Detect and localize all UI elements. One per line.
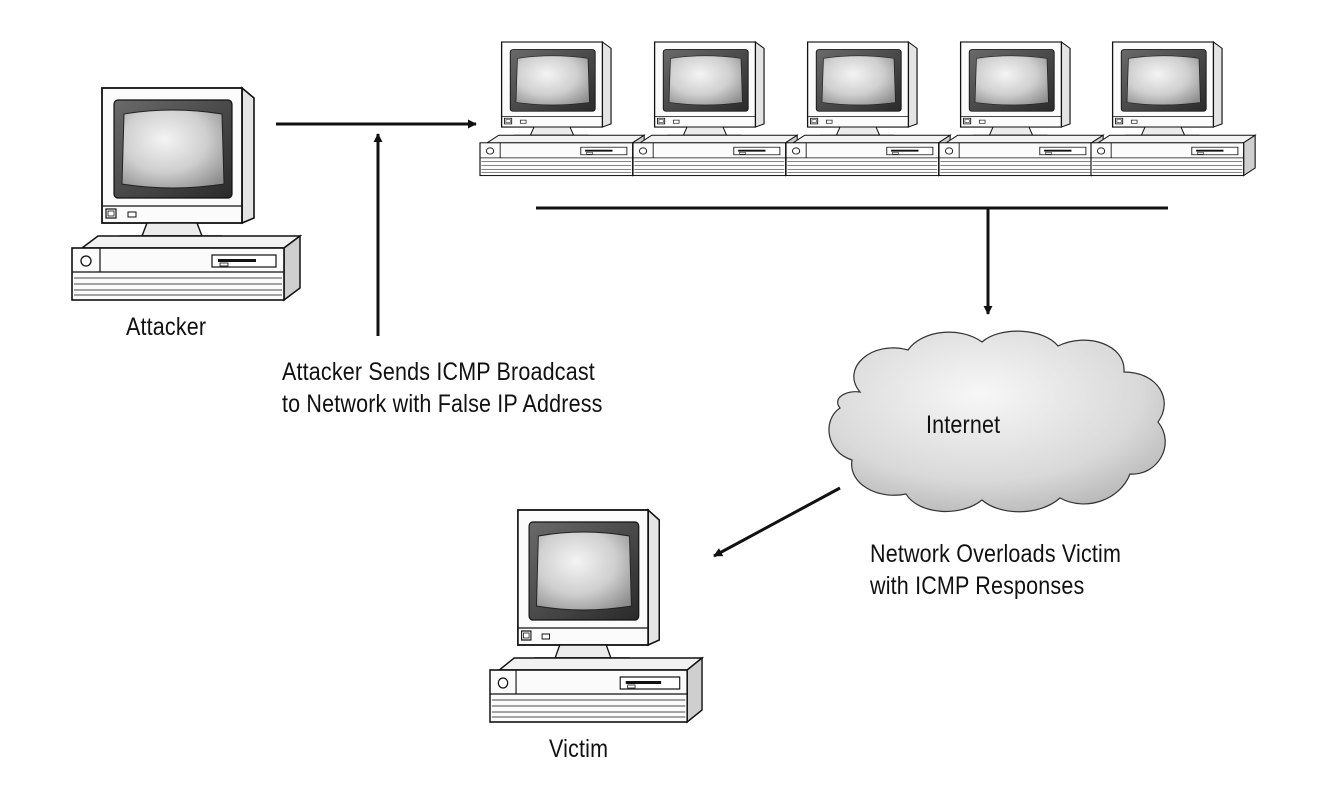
network-host-1-icon — [479, 41, 645, 177]
attacker-computer-icon — [71, 87, 301, 301]
network-host-3-icon — [785, 41, 951, 177]
internet-to-victim-arrow — [713, 486, 841, 558]
internet-label: Internet — [926, 411, 1001, 439]
broadcast-annotation: Attacker Sends ICMP Broadcast to Network… — [282, 356, 603, 420]
attacker-label: Attacker — [126, 313, 207, 341]
network-hosts — [479, 41, 1256, 177]
broadcast-annotation-line-2: to Network with False IP Address — [282, 390, 603, 418]
overload-annotation: Network Overloads Victim with ICMP Respo… — [870, 538, 1121, 602]
victim-label: Victim — [549, 735, 609, 763]
network-host-4-icon — [938, 41, 1104, 177]
overload-annotation-line-1: Network Overloads Victim — [870, 540, 1122, 568]
broadcast-annotation-line-1: Attacker Sends ICMP Broadcast — [282, 358, 595, 386]
network-host-2-icon — [632, 41, 798, 177]
network-host-5-icon — [1090, 41, 1256, 177]
internet-cloud-icon — [828, 330, 1166, 513]
victim-computer-icon — [489, 509, 703, 723]
overload-annotation-line-2: with ICMP Responses — [870, 572, 1085, 600]
